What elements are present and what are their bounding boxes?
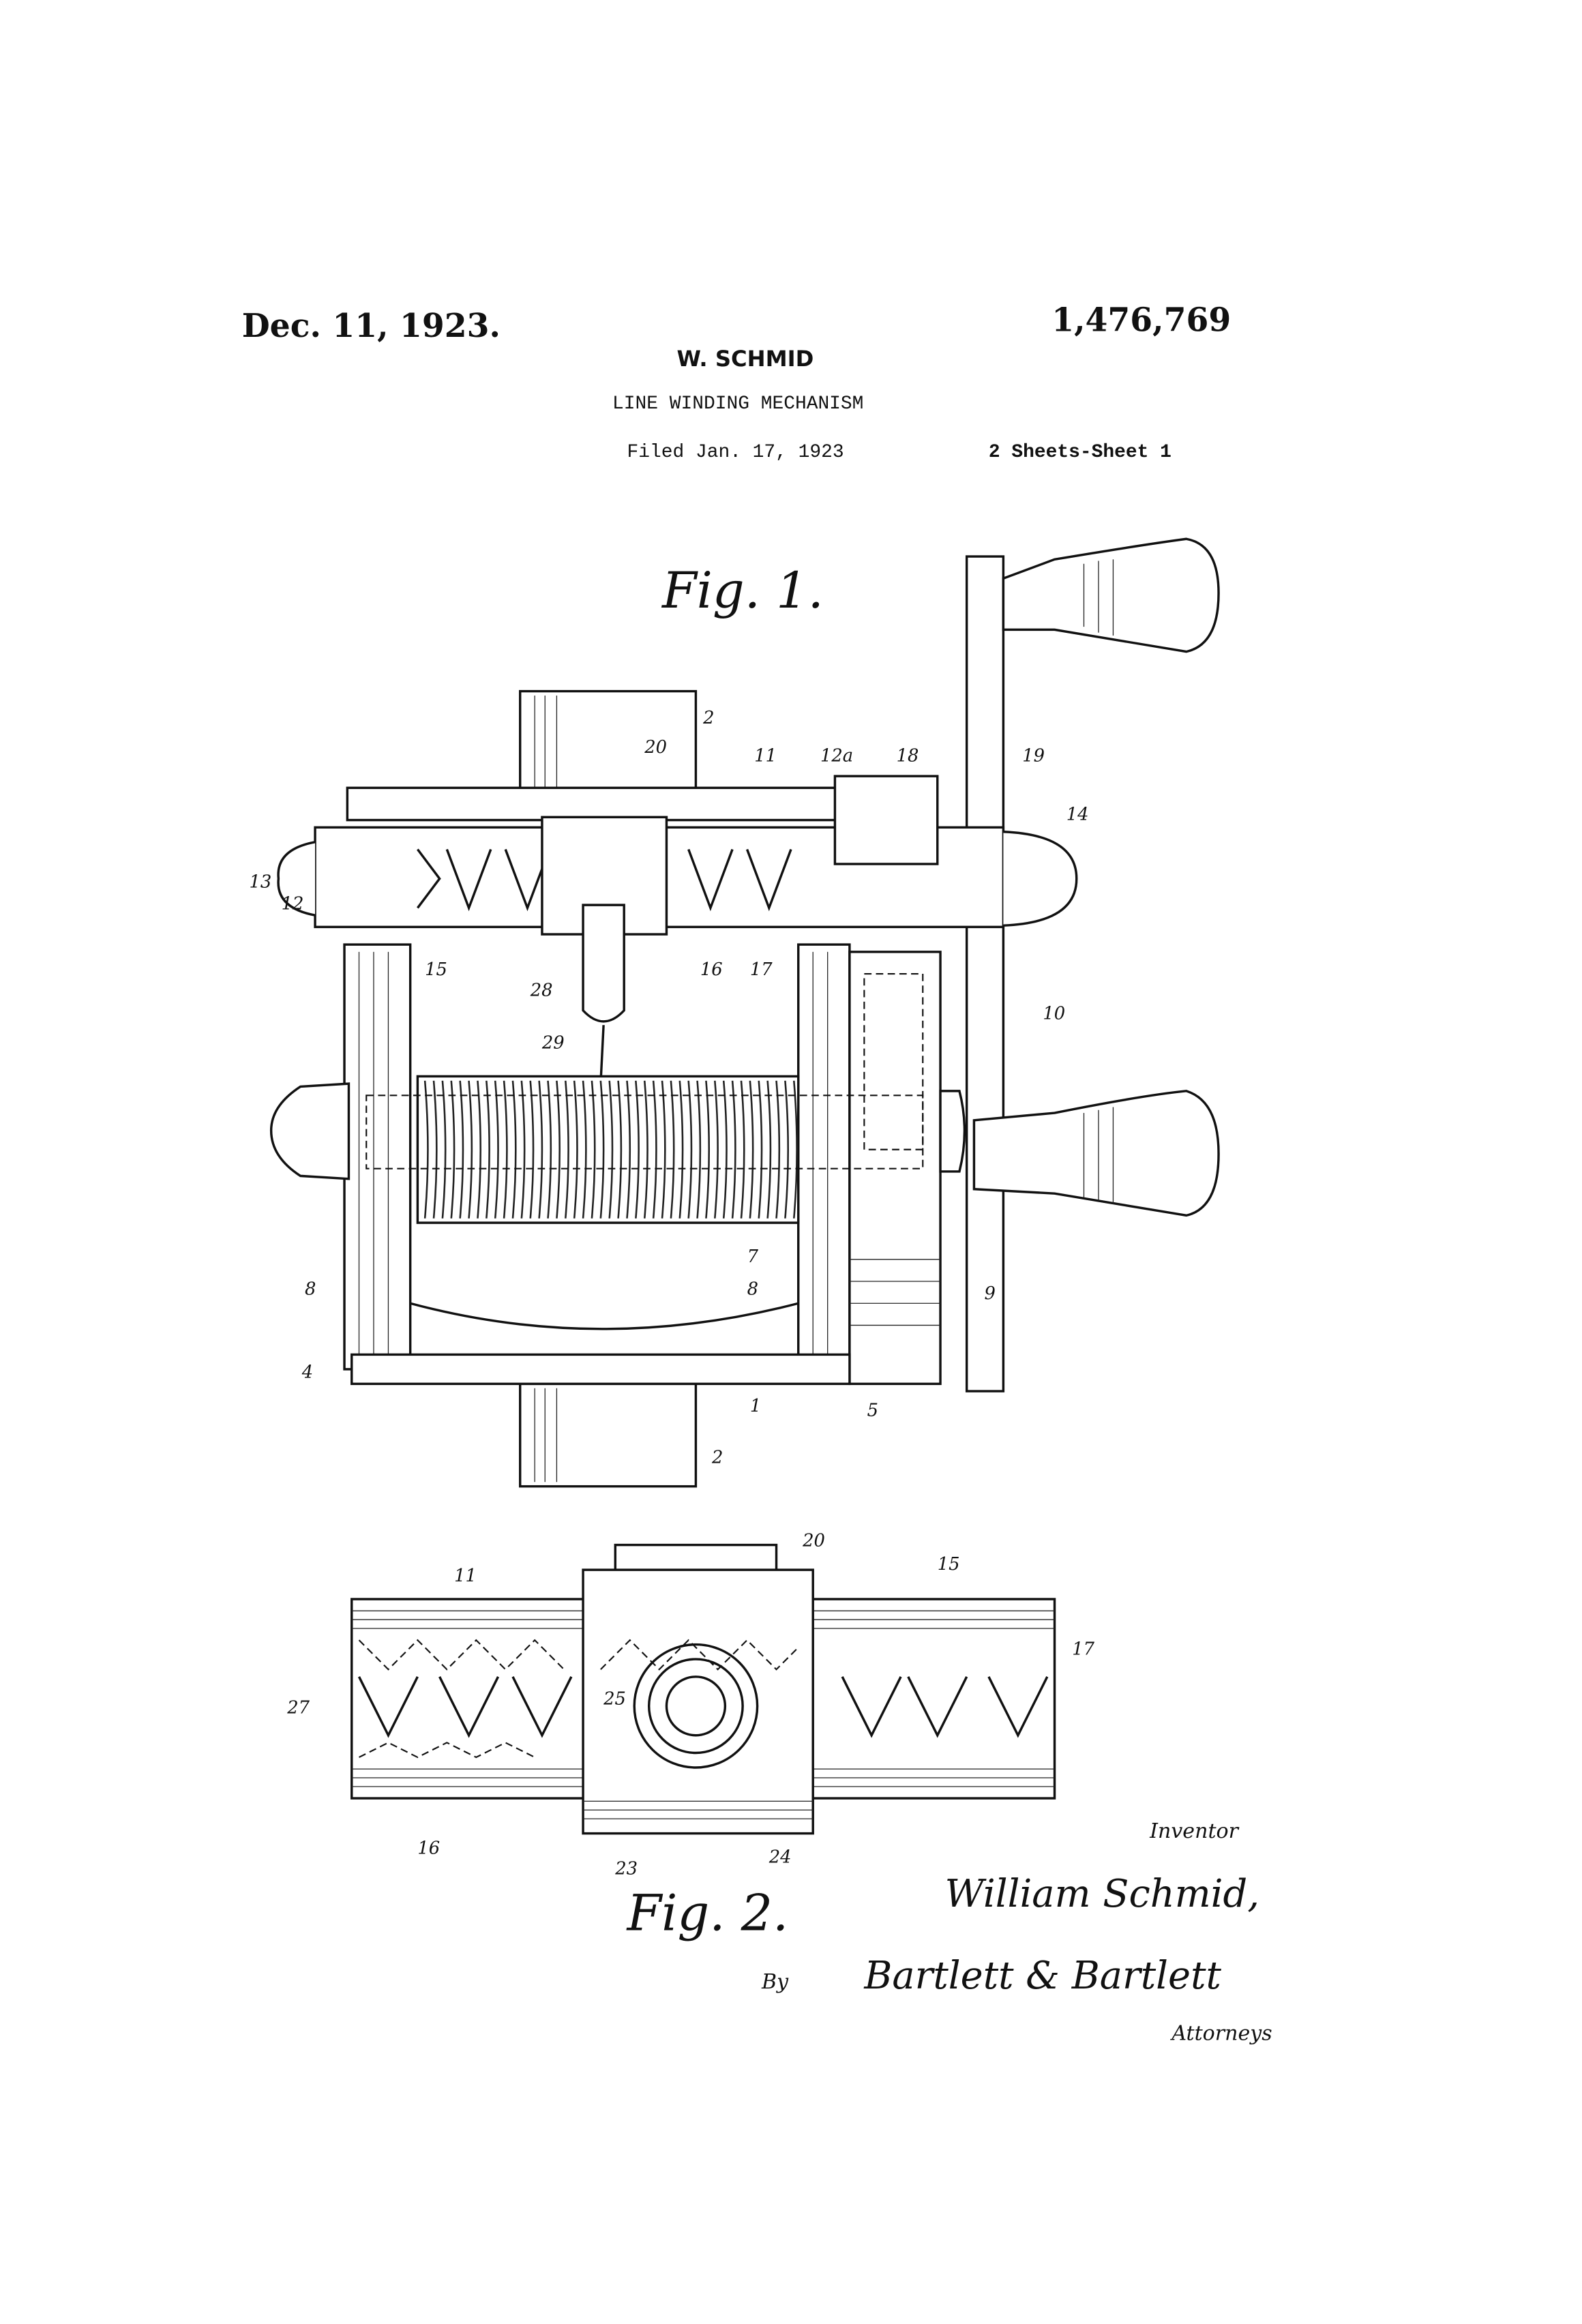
line-coil <box>661 1080 666 1219</box>
ref-numeral: 15 <box>938 1554 960 1575</box>
line-coil <box>565 1080 569 1219</box>
line-coil <box>591 1080 596 1219</box>
patent-number: 1,476,769 <box>1051 301 1231 339</box>
ref-numeral: 9 <box>984 1283 995 1304</box>
attorneys-label: Attorneys <box>1169 2021 1272 2045</box>
line-coil <box>678 1080 684 1219</box>
ref-numeral: 25 <box>603 1689 626 1710</box>
fig1-reference-numerals: 2 20 11 12a 18 19 14 13 12 15 16 17 28 1… <box>249 708 1088 1468</box>
line-coil <box>547 1080 552 1219</box>
fig2-traveller-drawing <box>350 1543 1056 1835</box>
line-coil <box>775 1080 781 1219</box>
ref-numeral: 2 <box>702 708 714 728</box>
line-coil <box>477 1080 482 1219</box>
line-coil <box>705 1080 711 1219</box>
ref-numeral: 10 <box>1043 1004 1065 1024</box>
line-coil <box>441 1080 447 1219</box>
line-coil <box>538 1080 543 1219</box>
ref-numeral: 18 <box>897 746 919 766</box>
line-coil <box>486 1080 490 1219</box>
inventor-label: Inventor <box>1149 1819 1239 1843</box>
ref-numeral: 16 <box>417 1838 440 1859</box>
ref-numeral: 1 <box>750 1396 761 1416</box>
line-coil <box>459 1080 464 1219</box>
ref-numeral: 20 <box>802 1531 825 1551</box>
inventor-name: W. SCHMID <box>676 346 814 372</box>
attorney-signature: Bartlett & Bartlett <box>863 1954 1221 1998</box>
sheet-count: 2 Sheets-Sheet 1 <box>989 442 1171 463</box>
line-coil <box>643 1080 648 1219</box>
fig2-reference-numerals: 20 11 15 17 27 25 16 23 24 <box>286 1531 1094 1879</box>
ref-numeral: 20 <box>644 737 667 758</box>
line-coil <box>766 1080 772 1219</box>
line-coil <box>529 1080 535 1219</box>
ref-numeral: 12a <box>820 746 853 766</box>
line-coil <box>450 1080 456 1219</box>
ref-numeral: 2 <box>711 1447 723 1468</box>
line-coil <box>635 1080 640 1219</box>
ref-numeral: 17 <box>1072 1639 1094 1660</box>
inventor-signature: William Schmid, <box>944 1872 1259 1916</box>
ref-numeral: 13 <box>249 872 271 892</box>
ref-numeral: 16 <box>700 959 723 980</box>
line-coil <box>793 1080 798 1219</box>
fig1-reel-drawing <box>269 537 1220 1488</box>
fig1-label: Fig. 1. <box>661 562 824 620</box>
patent-date: Dec. 11, 1923. <box>242 308 501 345</box>
ref-numeral: 15 <box>425 959 447 980</box>
line-coil <box>758 1080 763 1219</box>
fig2-label: Fig. 2. <box>625 1884 788 1942</box>
line-coil <box>573 1080 578 1219</box>
ref-numeral: 11 <box>454 1566 477 1586</box>
line-coil <box>722 1080 728 1219</box>
line-coil <box>731 1080 736 1219</box>
ref-numeral: 5 <box>867 1401 878 1421</box>
line-coil <box>520 1080 526 1219</box>
line-coil <box>494 1080 499 1219</box>
line-coil <box>670 1080 675 1219</box>
line-coil <box>432 1080 438 1219</box>
ref-numeral: 7 <box>747 1247 759 1267</box>
ref-numeral: 8 <box>747 1279 758 1299</box>
line-coil <box>608 1080 614 1219</box>
ref-numeral: 14 <box>1066 805 1089 825</box>
line-coil <box>617 1080 623 1219</box>
filed-date: Filed Jan. 17, 1923 <box>627 442 844 463</box>
ref-numeral: 24 <box>768 1847 792 1868</box>
ref-numeral: 4 <box>301 1362 313 1383</box>
ref-numeral: 28 <box>530 980 553 1000</box>
line-coil <box>503 1080 508 1219</box>
ref-numeral: 8 <box>305 1279 316 1299</box>
line-coil <box>714 1080 719 1219</box>
line-coil <box>784 1080 789 1219</box>
line-coil <box>696 1080 702 1219</box>
line-coil <box>626 1080 631 1219</box>
line-coil <box>740 1080 745 1219</box>
ref-numeral: 17 <box>750 959 773 980</box>
ref-numeral: 12 <box>282 894 304 914</box>
line-coil <box>582 1080 587 1219</box>
line-coil <box>511 1080 517 1219</box>
line-coil <box>468 1080 473 1219</box>
by-label: By <box>761 1970 789 1994</box>
ref-numeral: 29 <box>541 1033 565 1054</box>
ref-numeral: 27 <box>286 1698 310 1718</box>
line-coil <box>556 1080 561 1219</box>
ref-numeral: 23 <box>614 1859 638 1879</box>
ref-numeral: 19 <box>1022 746 1045 766</box>
line-coil <box>687 1080 693 1219</box>
ref-numeral: 11 <box>754 746 777 766</box>
line-coil <box>652 1080 657 1219</box>
patent-title: LINE WINDING MECHANISM <box>612 393 863 415</box>
line-coil <box>749 1080 754 1219</box>
line-coil <box>599 1080 605 1219</box>
line-coil <box>423 1080 429 1219</box>
